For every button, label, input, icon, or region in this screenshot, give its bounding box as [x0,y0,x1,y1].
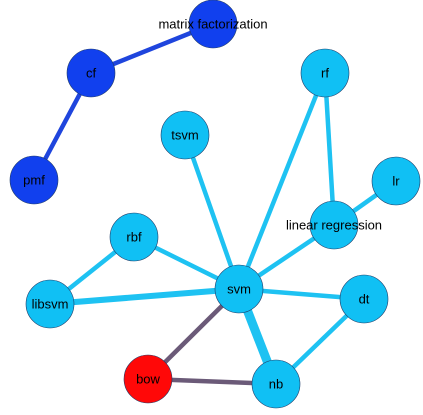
node-svm[interactable]: svm [214,264,264,314]
node-cf[interactable]: cf [66,48,116,98]
node-circle-nb [251,359,301,409]
node-nb[interactable]: nb [251,359,301,409]
node-bow[interactable]: bow [123,354,173,404]
node-circle-svm [214,264,264,314]
node-circle-cf [66,48,116,98]
node-label-libsvm: libsvm [32,297,69,312]
node-label-matrix-factorization: matrix factorization [158,17,267,32]
node-circle-dt [339,274,389,324]
node-circle-tsvm [160,110,210,160]
node-rf[interactable]: rf [300,48,350,98]
node-label-svm: svm [227,282,251,297]
node-matrix-factorization[interactable]: matrix factorization [158,0,268,49]
node-label-nb: nb [269,377,283,392]
node-libsvm[interactable]: libsvm [25,279,75,329]
node-circle-lr [371,156,421,206]
node-circle-matrix-factorization [188,0,238,49]
edge-libsvm-svm [47,286,242,307]
edge-tsvm-svm [182,132,242,292]
node-label-dt: dt [359,292,370,307]
node-circle-pmf [9,155,59,205]
node-circle-linear-regression [309,200,359,250]
node-label-linear-regression: linear regression [286,218,382,233]
node-label-lr: lr [392,174,400,189]
node-linear-regression[interactable]: linear regression [286,200,382,250]
node-dt[interactable]: dt [339,274,389,324]
node-rbf[interactable]: rbf [109,212,159,262]
edge-rf-svm [236,70,328,292]
node-label-tsvm: tsvm [171,128,198,143]
node-label-rf: rf [321,66,329,81]
node-label-cf: cf [86,66,97,81]
node-label-rbf: rbf [126,230,142,245]
node-label-pmf: pmf [23,173,45,188]
node-circle-libsvm [25,279,75,329]
node-tsvm[interactable]: tsvm [160,110,210,160]
node-circle-bow [123,354,173,404]
node-circle-rbf [109,212,159,262]
node-circle-rf [300,48,350,98]
edge-rf-linear_regression [322,70,337,228]
node-lr[interactable]: lr [371,156,421,206]
node-label-bow: bow [136,372,160,387]
node-pmf[interactable]: pmf [9,155,59,205]
nodes-layer: matrix factorization cf pmf rf tsvm lr linear … [9,0,421,409]
